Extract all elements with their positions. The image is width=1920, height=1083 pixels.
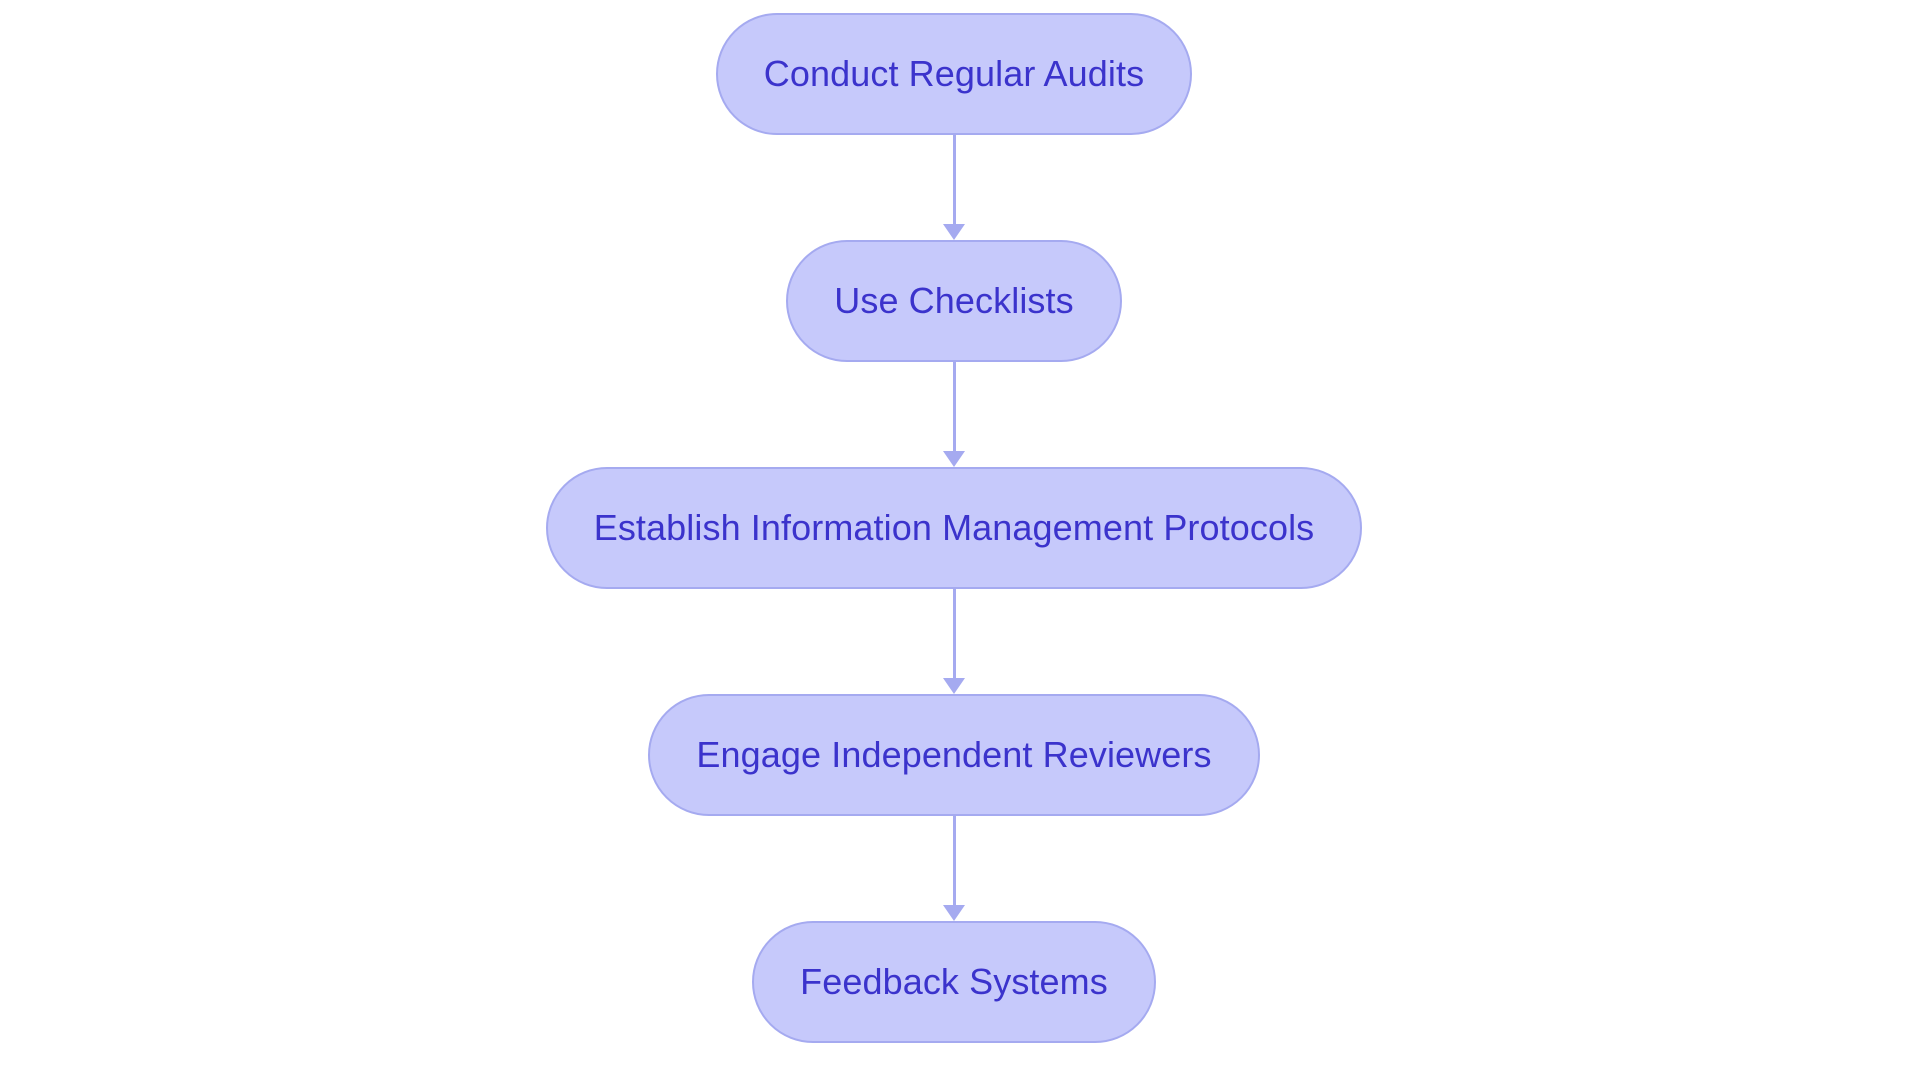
flowchart-node-label: Use Checklists bbox=[834, 280, 1074, 321]
flowchart-node-label: Engage Independent Reviewers bbox=[696, 734, 1212, 775]
edge-line bbox=[952, 816, 956, 905]
edge-line bbox=[952, 135, 956, 224]
flowchart-node-engage-independent-reviewers[interactable]: Engage Independent Reviewers bbox=[648, 694, 1260, 816]
top-spacer bbox=[960, 0, 961, 13]
arrowhead-down-icon bbox=[943, 678, 965, 694]
edge-line bbox=[952, 589, 956, 678]
flowchart-edge-4-to-5 bbox=[943, 816, 965, 921]
flowchart-edge-2-to-3 bbox=[943, 362, 965, 467]
flowchart-edge-1-to-2 bbox=[943, 135, 965, 240]
flowchart-node-label: Feedback Systems bbox=[800, 961, 1108, 1002]
flowchart-node-use-checklists[interactable]: Use Checklists bbox=[786, 240, 1122, 362]
flowchart-node-feedback-systems[interactable]: Feedback Systems bbox=[752, 921, 1156, 1043]
flowchart-node-label: Establish Information Management Protoco… bbox=[593, 507, 1315, 548]
arrowhead-down-icon bbox=[943, 451, 965, 467]
flowchart-node-conduct-regular-audits[interactable]: Conduct Regular Audits bbox=[715, 13, 1193, 135]
flowchart-node-establish-information-management-protocols[interactable]: Establish Information Management Protoco… bbox=[545, 467, 1363, 589]
flowchart-node-label: Conduct Regular Audits bbox=[763, 53, 1145, 94]
arrowhead-down-icon bbox=[943, 224, 965, 240]
edge-line bbox=[952, 362, 956, 451]
flowchart-edge-3-to-4 bbox=[943, 589, 965, 694]
arrowhead-down-icon bbox=[943, 905, 965, 921]
